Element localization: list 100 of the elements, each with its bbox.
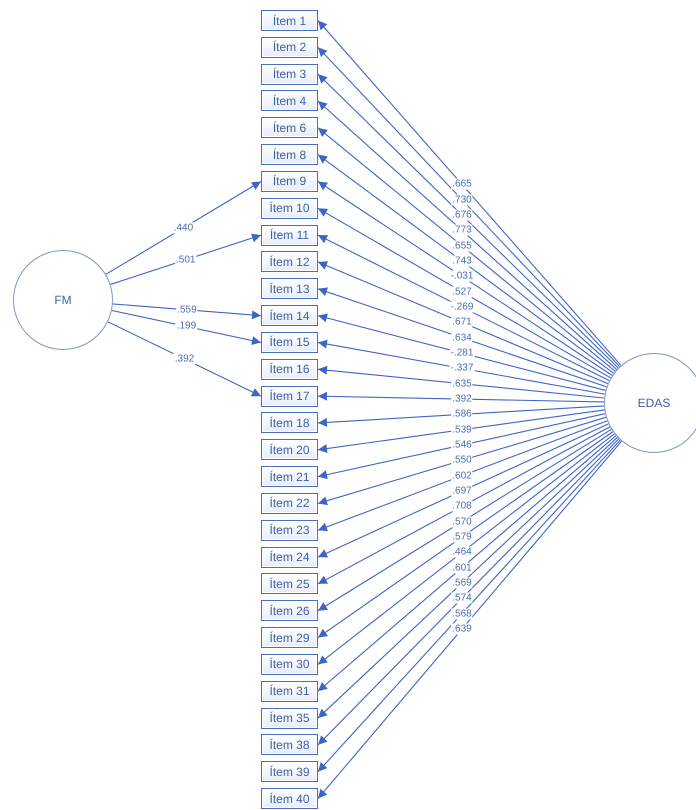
arrow (112, 310, 262, 345)
arrow (318, 392, 604, 403)
item-box (261, 117, 318, 138)
edge-label: .635 (451, 378, 473, 390)
edge-label: .586 (451, 408, 473, 420)
node-label: Ítem 30 (269, 657, 310, 672)
edge-label: .676 (451, 210, 473, 221)
item-box (261, 492, 318, 514)
edge-label: .634 (451, 332, 473, 344)
node-label: Ítem 40 (269, 792, 310, 806)
edge-label: -.281 (450, 348, 474, 359)
edge-label: .574 (451, 592, 473, 604)
node-label: Ítem 17 (269, 389, 310, 404)
node-label: Ítem 26 (269, 604, 310, 618)
edge-label: .697 (451, 486, 473, 497)
edge-label: .464 (451, 546, 473, 558)
item-box (261, 278, 318, 300)
node-label: Ítem 14 (269, 308, 310, 323)
arrow (318, 287, 607, 388)
node-label: Ítem 29 (269, 630, 310, 645)
edge-label: .527 (451, 286, 473, 298)
arrow (112, 303, 262, 320)
arrow (318, 234, 610, 382)
arrow (318, 420, 608, 532)
arrow (108, 321, 262, 397)
item-box (261, 788, 318, 810)
node-label: Ítem 4 (272, 94, 306, 108)
item-box (261, 198, 318, 219)
node-label: Ítem 23 (269, 523, 310, 538)
item-box (261, 386, 318, 407)
item-box (261, 224, 318, 246)
edge-label: .199 (176, 320, 198, 332)
node-label: EDAS (638, 396, 670, 410)
item-box (261, 251, 318, 272)
edge-label: .601 (451, 562, 473, 574)
item-box (261, 358, 318, 380)
arrow (318, 409, 605, 453)
node-label: Ítem 13 (269, 282, 310, 296)
node-label: Ítem 24 (269, 550, 310, 564)
latent-variable-circle (604, 353, 696, 453)
edge-label: .539 (451, 424, 473, 436)
item-box (261, 600, 318, 622)
item-box (261, 680, 318, 702)
arrow (318, 340, 605, 395)
node-label: Ítem 22 (269, 496, 310, 510)
node-label: Ítem 12 (269, 254, 310, 269)
edge-label: .550 (451, 454, 473, 466)
item-box (261, 708, 318, 729)
arrow (318, 423, 609, 558)
edge-label: .559 (176, 304, 198, 316)
item-box (261, 439, 318, 460)
edge-label: .501 (175, 254, 196, 266)
edge-label: .730 (451, 194, 473, 206)
node-label: Ítem 18 (269, 416, 310, 430)
item-box (261, 64, 318, 85)
edge-label: .440 (172, 222, 194, 234)
arrow (318, 366, 604, 399)
item-box (261, 734, 318, 756)
edge-label: -.031 (450, 270, 474, 282)
arrow (318, 413, 606, 480)
arrow (318, 208, 612, 378)
node-label: Ítem 6 (272, 120, 306, 135)
edge-label: .743 (451, 256, 473, 267)
item-box (261, 412, 318, 434)
item-box (261, 305, 318, 326)
node-label: Ítem 15 (269, 335, 310, 350)
edge-label: .665 (451, 178, 473, 190)
node-label: Ítem 8 (272, 148, 306, 162)
edge-label: .639 (451, 624, 473, 635)
edge-label: .392 (174, 353, 196, 364)
edge-label: -.269 (450, 302, 474, 313)
arrow (110, 234, 262, 285)
edge-label: .570 (451, 516, 473, 528)
item-box (261, 573, 318, 594)
node-label: Ítem 3 (272, 67, 306, 82)
edge-label: -.337 (450, 362, 474, 374)
item-box (261, 90, 318, 112)
node-label: Ítem 25 (269, 576, 310, 591)
node-label: Ítem 38 (269, 738, 310, 752)
node-label: Ítem 31 (269, 684, 310, 698)
arrow (318, 426, 610, 584)
item-box (261, 170, 318, 192)
item-box (261, 332, 318, 353)
node-label: FM (54, 293, 72, 307)
node-label: Ítem 20 (269, 442, 310, 457)
arrow (318, 405, 604, 427)
node-label: Ítem 16 (269, 362, 310, 376)
item-box (261, 36, 318, 58)
edge-label: .568 (451, 608, 473, 620)
arrow (318, 416, 606, 506)
item-box (261, 761, 318, 782)
node-label: Ítem 39 (269, 764, 310, 779)
edge-label: .671 (451, 316, 473, 328)
arrow (318, 261, 608, 384)
item-box (261, 466, 318, 488)
node-label: Ítem 11 (270, 228, 310, 242)
node-label: Ítem 21 (269, 470, 310, 484)
node-label: Ítem 9 (272, 174, 306, 188)
item-box (261, 627, 318, 648)
item-box (261, 10, 318, 31)
